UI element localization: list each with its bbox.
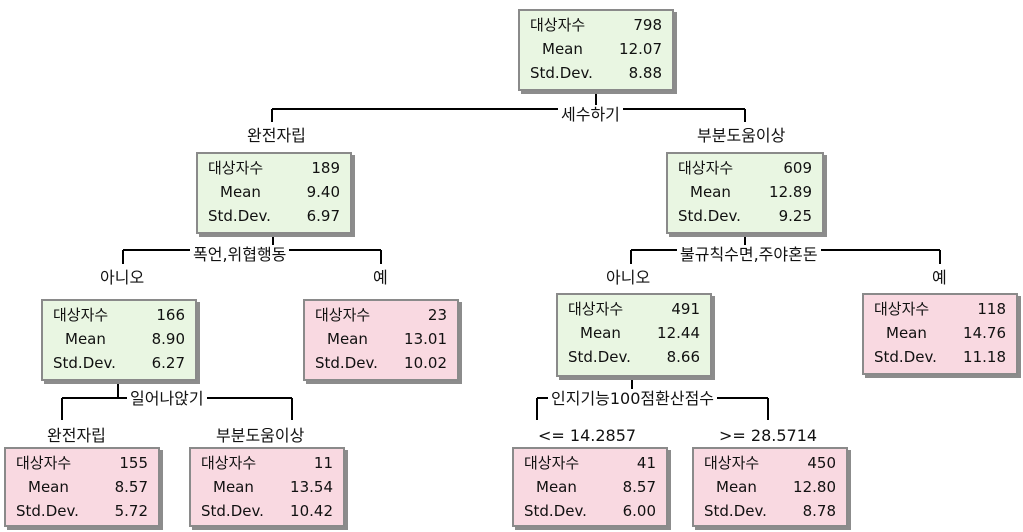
branch-label: 아니오	[97, 268, 148, 288]
sd-value: 9.25	[778, 207, 812, 225]
count-label: 대상자수	[208, 159, 264, 177]
sd-label: Std.Dev.	[568, 348, 631, 366]
count-value: 118	[977, 300, 1006, 318]
mean-label: Mean	[690, 183, 731, 201]
tree-node-leaf: 대상자수 41 Mean 8.57 Std.Dev. 6.00	[512, 447, 668, 527]
count-label: 대상자수	[524, 454, 580, 472]
mean-value: 12.80	[793, 478, 836, 496]
branch-label: 예	[929, 268, 950, 288]
mean-label: Mean	[542, 40, 583, 58]
tree-node-leaf: 대상자수 155 Mean 8.57 Std.Dev. 5.72	[4, 447, 160, 527]
sd-value: 6.27	[151, 354, 185, 372]
split-label: 불규칙수면,주야혼돈	[677, 245, 821, 265]
tree-node: 대상자수 166 Mean 8.90 Std.Dev. 6.27	[41, 299, 197, 381]
mean-value: 8.57	[114, 478, 148, 496]
branch-label: 완전자립	[44, 426, 109, 446]
split-label: 폭언,위협행동	[190, 245, 290, 265]
mean-label: Mean	[213, 478, 254, 496]
sd-label: Std.Dev.	[530, 64, 593, 82]
branch-label: 예	[370, 268, 391, 288]
sd-value: 10.02	[404, 354, 447, 372]
split-label: 세수하기	[558, 105, 623, 125]
count-label: 대상자수	[704, 454, 760, 472]
branch-label: <= 14.2857	[535, 426, 640, 446]
sd-value: 10.42	[290, 502, 333, 520]
split-label: 인지기능100점환산점수	[548, 389, 718, 409]
mean-label: Mean	[716, 478, 757, 496]
count-value: 491	[671, 300, 700, 318]
sd-value: 5.72	[114, 502, 148, 520]
branch-label: 부분도움이상	[694, 126, 789, 146]
count-label: 대상자수	[530, 16, 586, 34]
tree-node-root: 대상자수 798 Mean 12.07 Std.Dev. 8.88	[518, 9, 674, 91]
count-label: 대상자수	[53, 306, 109, 324]
sd-value: 6.97	[306, 207, 340, 225]
mean-value: 13.54	[290, 478, 333, 496]
mean-value: 8.57	[622, 478, 656, 496]
branch-label: >= 28.5714	[716, 426, 821, 446]
sd-value: 8.66	[666, 348, 700, 366]
mean-value: 9.40	[306, 183, 340, 201]
branch-label: 아니오	[603, 268, 654, 288]
mean-value: 12.44	[657, 324, 700, 342]
mean-value: 13.01	[404, 330, 447, 348]
sd-label: Std.Dev.	[53, 354, 116, 372]
count-label: 대상자수	[874, 300, 930, 318]
sd-value: 8.88	[628, 64, 662, 82]
tree-node: 대상자수 609 Mean 12.89 Std.Dev. 9.25	[666, 152, 824, 234]
mean-value: 8.90	[151, 330, 185, 348]
sd-label: Std.Dev.	[208, 207, 271, 225]
count-value: 189	[311, 159, 340, 177]
sd-label: Std.Dev.	[704, 502, 767, 520]
mean-label: Mean	[327, 330, 368, 348]
branch-label: 완전자립	[244, 126, 309, 146]
mean-label: Mean	[580, 324, 621, 342]
count-value: 450	[807, 454, 836, 472]
sd-label: Std.Dev.	[16, 502, 79, 520]
count-label: 대상자수	[678, 159, 734, 177]
mean-label: Mean	[65, 330, 106, 348]
count-label: 대상자수	[315, 306, 371, 324]
count-label: 대상자수	[568, 300, 624, 318]
count-value: 166	[156, 306, 185, 324]
count-value: 23	[427, 306, 447, 324]
mean-value: 12.07	[619, 40, 662, 58]
mean-label: Mean	[536, 478, 577, 496]
branch-label: 부분도움이상	[213, 426, 308, 446]
count-value: 609	[783, 159, 812, 177]
tree-node: 대상자수 491 Mean 12.44 Std.Dev. 8.66	[556, 293, 712, 377]
tree-node-leaf: 대상자수 450 Mean 12.80 Std.Dev. 8.78	[692, 447, 848, 527]
sd-value: 6.00	[622, 502, 656, 520]
split-label: 일어나앉기	[127, 389, 207, 409]
sd-label: Std.Dev.	[315, 354, 378, 372]
sd-label: Std.Dev.	[201, 502, 264, 520]
count-value: 41	[636, 454, 656, 472]
count-value: 798	[633, 16, 662, 34]
sd-label: Std.Dev.	[874, 348, 937, 366]
tree-node-leaf: 대상자수 23 Mean 13.01 Std.Dev. 10.02	[303, 299, 459, 381]
mean-label: Mean	[886, 324, 927, 342]
tree-node-leaf: 대상자수 118 Mean 14.76 Std.Dev. 11.18	[862, 293, 1018, 375]
sd-label: Std.Dev.	[678, 207, 741, 225]
count-label: 대상자수	[201, 454, 257, 472]
sd-value: 11.18	[963, 348, 1006, 366]
count-value: 11	[313, 454, 333, 472]
tree-node-leaf: 대상자수 11 Mean 13.54 Std.Dev. 10.42	[189, 447, 345, 527]
count-label: 대상자수	[16, 454, 72, 472]
sd-label: Std.Dev.	[524, 502, 587, 520]
mean-label: Mean	[28, 478, 69, 496]
count-value: 155	[119, 454, 148, 472]
sd-value: 8.78	[802, 502, 836, 520]
mean-value: 12.89	[769, 183, 812, 201]
mean-label: Mean	[220, 183, 261, 201]
tree-node: 대상자수 189 Mean 9.40 Std.Dev. 6.97	[196, 152, 352, 234]
mean-value: 14.76	[963, 324, 1006, 342]
